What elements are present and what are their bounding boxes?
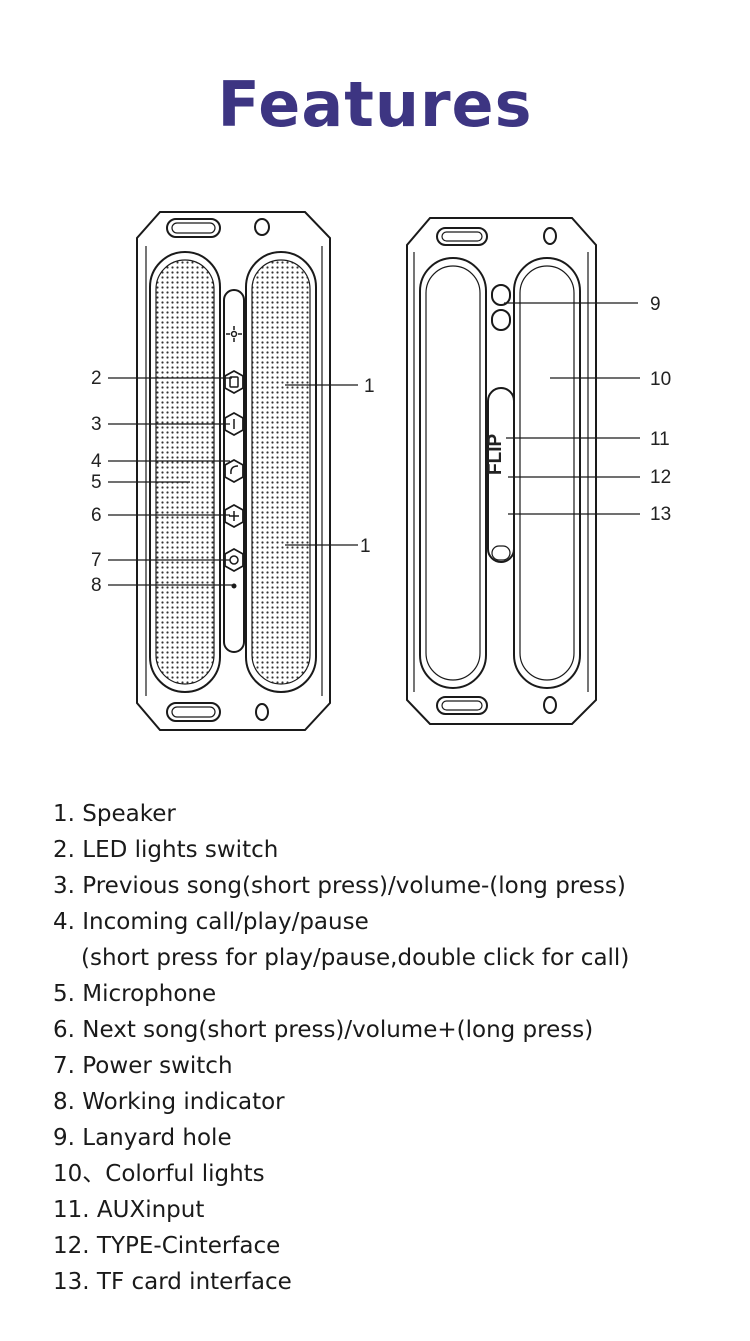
callout-2: 2: [91, 368, 102, 389]
callout-numbers: 2 3 4 5 6 7 8 1 1 9 10 11 12 13: [91, 294, 671, 596]
feature-item: 7. Power switch: [53, 1053, 233, 1079]
callout-11: 11: [650, 429, 670, 450]
callout-5: 5: [91, 472, 102, 493]
callout-3: 3: [91, 414, 102, 435]
feature-item: 6. Next song(short press)/volume+(long p…: [53, 1017, 594, 1043]
flip-label: FLIP: [485, 434, 506, 475]
callout-12: 12: [650, 467, 671, 488]
feature-item: 4. Incoming call/play/pause: [53, 909, 369, 935]
feature-item-note: (short press for play/pause,double click…: [81, 945, 630, 971]
callout-4: 4: [91, 451, 102, 472]
callout-13: 13: [650, 504, 671, 525]
front-view: [136, 211, 331, 731]
feature-item: 10、Colorful lights: [53, 1161, 265, 1187]
callout-6: 6: [91, 505, 102, 526]
feature-item: 1. Speaker: [53, 801, 176, 827]
callout-9: 9: [650, 294, 661, 315]
features-list: 1. Speaker 2. LED lights switch 3. Previ…: [53, 796, 733, 1300]
callout-1-bottom: 1: [360, 536, 371, 557]
feature-item: 5. Microphone: [53, 981, 217, 1007]
callout-8: 8: [91, 575, 102, 596]
page-title: Features: [217, 68, 533, 141]
speaker-diagram: FLIP 2 3 4 5 6 7 8 1 1 9 10 11 12 13: [91, 211, 671, 731]
front-leader-lines: [108, 377, 358, 586]
feature-item: 13. TF card interface: [53, 1269, 292, 1295]
back-leader-lines: [504, 302, 640, 515]
feature-item: 2. LED lights switch: [53, 837, 279, 863]
callout-7: 7: [91, 550, 102, 571]
back-view: [406, 217, 597, 725]
callout-10: 10: [650, 369, 671, 390]
feature-item: 11. AUXinput: [53, 1197, 205, 1223]
feature-item: 12. TYPE-Cinterface: [53, 1233, 281, 1259]
callout-1-top: 1: [364, 376, 375, 397]
feature-item: 9. Lanyard hole: [53, 1125, 232, 1151]
feature-item: 3. Previous song(short press)/volume-(lo…: [53, 873, 626, 899]
feature-item: 8. Working indicator: [53, 1089, 285, 1115]
